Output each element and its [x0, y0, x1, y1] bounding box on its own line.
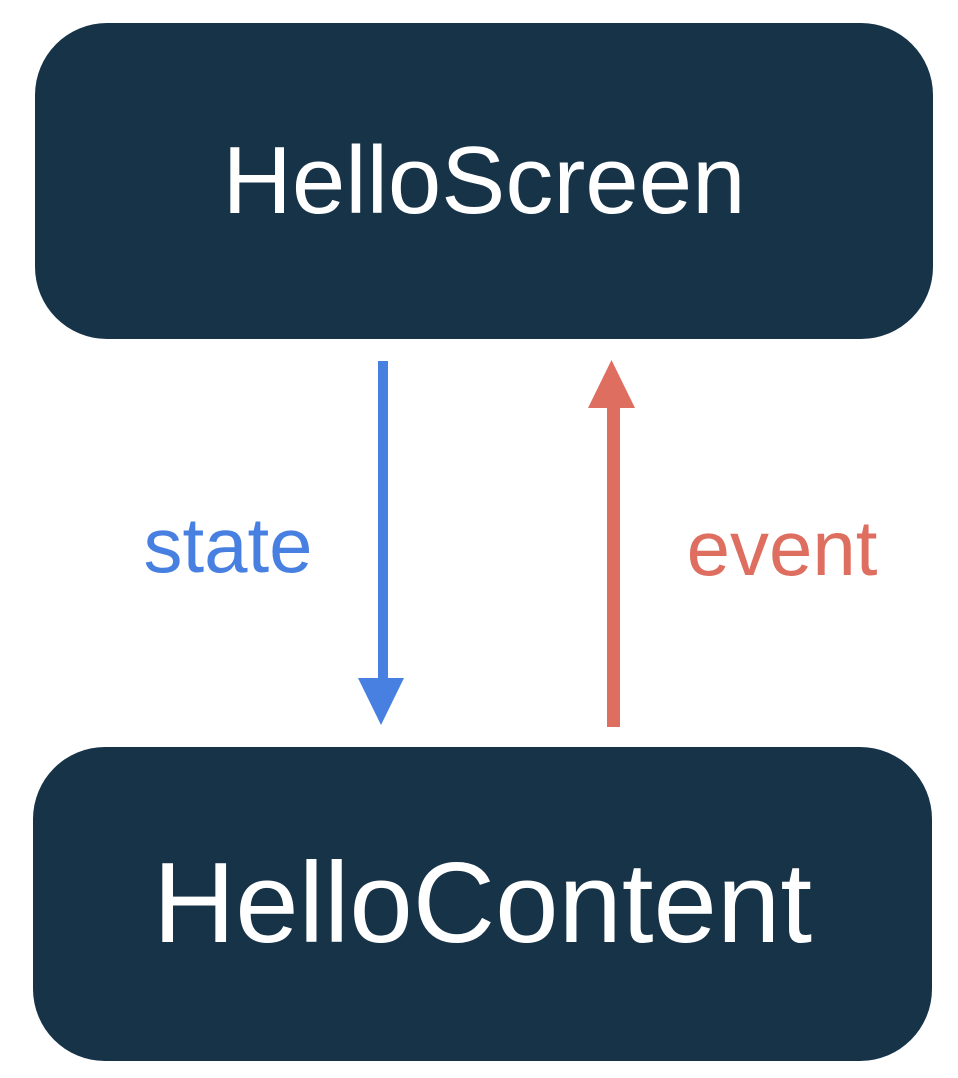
hello-content-box: HelloContent: [33, 747, 932, 1061]
state-label: state: [143, 501, 313, 589]
state-arrow-head: [358, 678, 404, 725]
event-arrow-shaft: [607, 405, 620, 727]
hello-screen-box: HelloScreen: [35, 23, 933, 339]
event-arrow-head: [588, 360, 635, 408]
hello-screen-label: HelloScreen: [222, 127, 746, 234]
event-label: event: [686, 504, 878, 592]
state-arrow-down-icon: [358, 361, 404, 725]
event-arrow-up-icon: [588, 360, 635, 727]
hello-content-label: HelloContent: [152, 840, 813, 967]
state-arrow-shaft: [378, 361, 388, 681]
